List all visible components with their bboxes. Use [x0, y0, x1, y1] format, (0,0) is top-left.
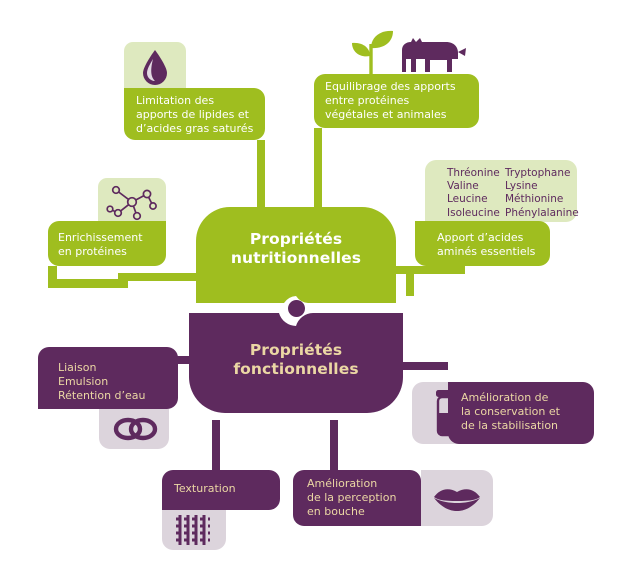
- node-enrichissement-proteines-label: Enrichissement en protéines: [58, 231, 143, 258]
- node-limitation-lipides[interactable]: [124, 88, 265, 140]
- node-acides-amines[interactable]: [415, 221, 550, 266]
- hub-functional-shape: [189, 313, 403, 413]
- hub-nutritional-label: Propriétés nutritionnelles: [230, 230, 362, 267]
- lips-icon: [434, 489, 480, 511]
- droplet-icon: [143, 50, 167, 85]
- node-enrichissement-tail-h: [48, 279, 128, 288]
- woven-mesh-icon: [176, 515, 210, 545]
- hub-connector-dot: [288, 300, 305, 317]
- node-limitation-lipides-label: Limitation des apports de lipides et d’a…: [136, 94, 254, 135]
- node-enrichissement-proteines[interactable]: [48, 221, 166, 266]
- node-conservation-stabilisation[interactable]: [448, 382, 594, 444]
- node-texturation[interactable]: [162, 470, 280, 510]
- amino-acid-column-right: Tryptophane Lysine Méthionine Phénylalan…: [505, 167, 579, 220]
- woven-mesh-icon-panel: [162, 510, 226, 550]
- connector-acides-amines: [385, 266, 465, 274]
- node-liaison-emulsion[interactable]: [38, 347, 178, 409]
- node-equilibrage-apports-label: Equilibrage des apports entre protéines …: [325, 80, 456, 121]
- amino-acid-item: Lysine: [505, 180, 538, 193]
- amino-acid-item: Méthionine: [505, 193, 564, 206]
- amino-acid-panel: [425, 160, 577, 222]
- amino-acid-item: Valine: [447, 180, 479, 193]
- amino-acid-item: Isoleucine: [447, 206, 500, 219]
- connector-equilibrage: [314, 128, 322, 240]
- node-conservation-stabilisation-label: Amélioration de la conservation et de la…: [461, 391, 560, 432]
- chain-link-icon: [113, 417, 158, 441]
- node-liaison-emulsion-label: Liaison Emulsion Rétention d’eau: [58, 361, 146, 402]
- node-enrichissement-tail: [48, 266, 57, 288]
- chain-link-icon-panel: [99, 409, 169, 449]
- plant-and-cow-icon: [352, 30, 466, 75]
- connector-conservation: [378, 362, 448, 370]
- node-acides-amines-label: Apport d’acides aminés essentiels: [437, 231, 536, 258]
- node-texturation-label: Texturation: [174, 482, 236, 495]
- connector-acides-amines-drop: [406, 266, 414, 296]
- hub-nutritional-shape: [196, 207, 396, 303]
- connector-limitation: [257, 140, 265, 240]
- node-perception-bouche[interactable]: [293, 470, 421, 526]
- amino-acid-item: Leucine: [447, 193, 488, 206]
- amino-acid-item: Tryptophane: [505, 167, 571, 179]
- connector-perception: [330, 420, 338, 478]
- connector-texturation: [212, 420, 220, 478]
- molecule-icon: [106, 185, 157, 221]
- amino-acid-item: Thréonine: [447, 167, 500, 179]
- hub-functional-label: Propriétés fonctionnelles: [233, 341, 359, 378]
- amino-acid-item: Phénylalanine: [505, 206, 579, 219]
- amino-acid-column-left: Thréonine Valine Leucine Isoleucine: [447, 167, 503, 220]
- node-equilibrage-apports[interactable]: [314, 74, 479, 128]
- connector-enrichissement: [118, 273, 228, 281]
- node-perception-bouche-label: Amélioration de la perception en bouche: [307, 477, 397, 518]
